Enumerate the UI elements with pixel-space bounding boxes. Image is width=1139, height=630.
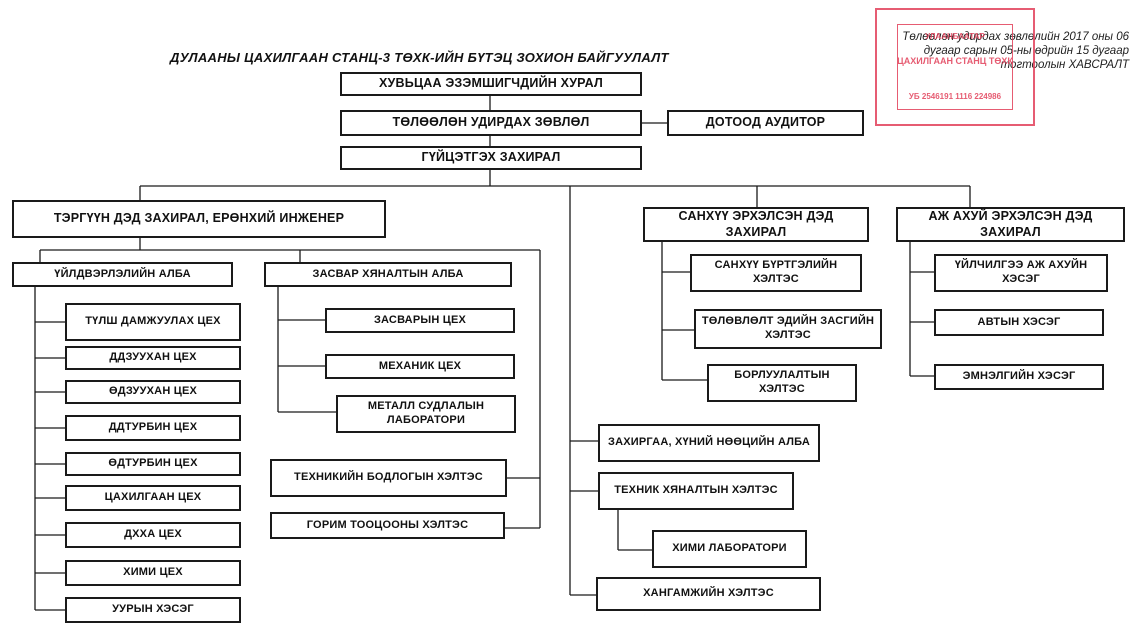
stamp-line-1: УЛААНБААТАР	[925, 32, 985, 41]
approval-note: Төлөөлөн удирдах зөвлөлийн 2017 оны 06 д…	[902, 31, 1129, 71]
supply-section-box: ХАНГАМЖИЙН ХЭЛТЭС	[596, 577, 821, 611]
hr-department-box: ЗАХИРГАА, ХҮНИЙ НӨӨЦИЙН АЛБА	[598, 424, 820, 462]
maintenance-department-box: ЗАСВАР ХЯНАЛТЫН АЛБА	[264, 262, 512, 287]
company-seal-stamp: УЛААНБААТАР ЦАХИЛГААН СТАНЦ ТӨХК УБ 2546…	[875, 8, 1035, 126]
services-section-box: ҮЙЛЧИЛГЭЭ АЖ АХУЙН ХЭСЭГ	[934, 254, 1108, 292]
electrical-shop-box: ЦАХИЛГААН ЦЕХ	[65, 485, 241, 511]
mp-turbine-shop-box: ӨДТУРБИН ЦЕХ	[65, 452, 241, 476]
internal-auditor-box: ДОТООД АУДИТОР	[667, 110, 864, 136]
production-department-box: ҮЙЛДВЭРЛЭЛИЙН АЛБА	[12, 262, 233, 287]
administration-vp-box: АЖ АХУЙ ЭРХЭЛСЭН ДЭД ЗАХИРАЛ	[896, 207, 1125, 242]
hp-turbine-shop-box: ДДТУРБИН ЦЕХ	[65, 415, 241, 441]
technical-policy-section-box: ТЕХНИКИЙН БОДЛОГЫН ХЭЛТЭС	[270, 459, 507, 497]
stamp-line-3: УБ 2546191 1116 224986	[908, 92, 1002, 101]
clinic-section-box: ЭМНЭЛГИЙН ХЭСЭГ	[934, 364, 1104, 390]
chemical-lab-box: ХИМИ ЛАБОРАТОРИ	[652, 530, 807, 568]
dkha-shop-box: ДХХА ЦЕХ	[65, 522, 241, 548]
shareholders-meeting-box: ХУВЬЦАА ЭЗЭМШИГЧДИЙН ХУРАЛ	[340, 72, 642, 96]
fuel-conveyor-shop-box: ТҮЛШ ДАМЖУУЛАХ ЦЕХ	[65, 303, 241, 341]
planning-economics-section-box: ТӨЛӨВЛӨЛТ ЭДИЙН ЗАСГИЙН ХЭЛТЭС	[694, 309, 882, 349]
mechanical-shop-box: МЕХАНИК ЦЕХ	[325, 354, 515, 379]
sales-section-box: БОРЛУУЛАЛТЫН ХЭЛТЭС	[707, 364, 857, 402]
chief-engineer-box: ТЭРГҮҮН ДЭД ЗАХИРАЛ, ЕРӨНХИЙ ИНЖЕНЕР	[12, 200, 386, 238]
stamp-line-2: ЦАХИЛГААН СТАНЦ ТӨХК	[897, 56, 1013, 66]
hp-boiler-shop-box: ДДЗУУХАН ЦЕХ	[65, 346, 241, 370]
ceo-box: ГҮЙЦЭТГЭХ ЗАХИРАЛ	[340, 146, 642, 170]
finance-vp-box: САНХҮҮ ЭРХЭЛСЭН ДЭД ЗАХИРАЛ	[643, 207, 869, 242]
board-of-directors-box: ТӨЛӨӨЛӨН УДИРДАХ ЗӨВЛӨЛ	[340, 110, 642, 136]
chart-title: ДУЛААНЫ ЦАХИЛГААН СТАНЦ-3 ТӨХК-ИЙН БҮТЭЦ…	[170, 50, 669, 65]
repair-shop-box: ЗАСВАРЫН ЦЕХ	[325, 308, 515, 333]
metallurgy-lab-box: МЕТАЛЛ СУДЛАЛЫН ЛАБОРАТОРИ	[336, 395, 516, 433]
chemical-shop-box: ХИМИ ЦЕХ	[65, 560, 241, 586]
regime-calculation-section-box: ГОРИМ ТООЦООНЫ ХЭЛТЭС	[270, 512, 505, 539]
accounting-section-box: САНХҮҮ БҮРТГЭЛИЙН ХЭЛТЭС	[690, 254, 862, 292]
steam-section-box: УУРЫН ХЭСЭГ	[65, 597, 241, 623]
auto-section-box: АВТЫН ХЭСЭГ	[934, 309, 1104, 336]
technical-control-section-box: ТЕХНИК ХЯНАЛТЫН ХЭЛТЭС	[598, 472, 794, 510]
mp-boiler-shop-box: ӨДЗУУХАН ЦЕХ	[65, 380, 241, 404]
